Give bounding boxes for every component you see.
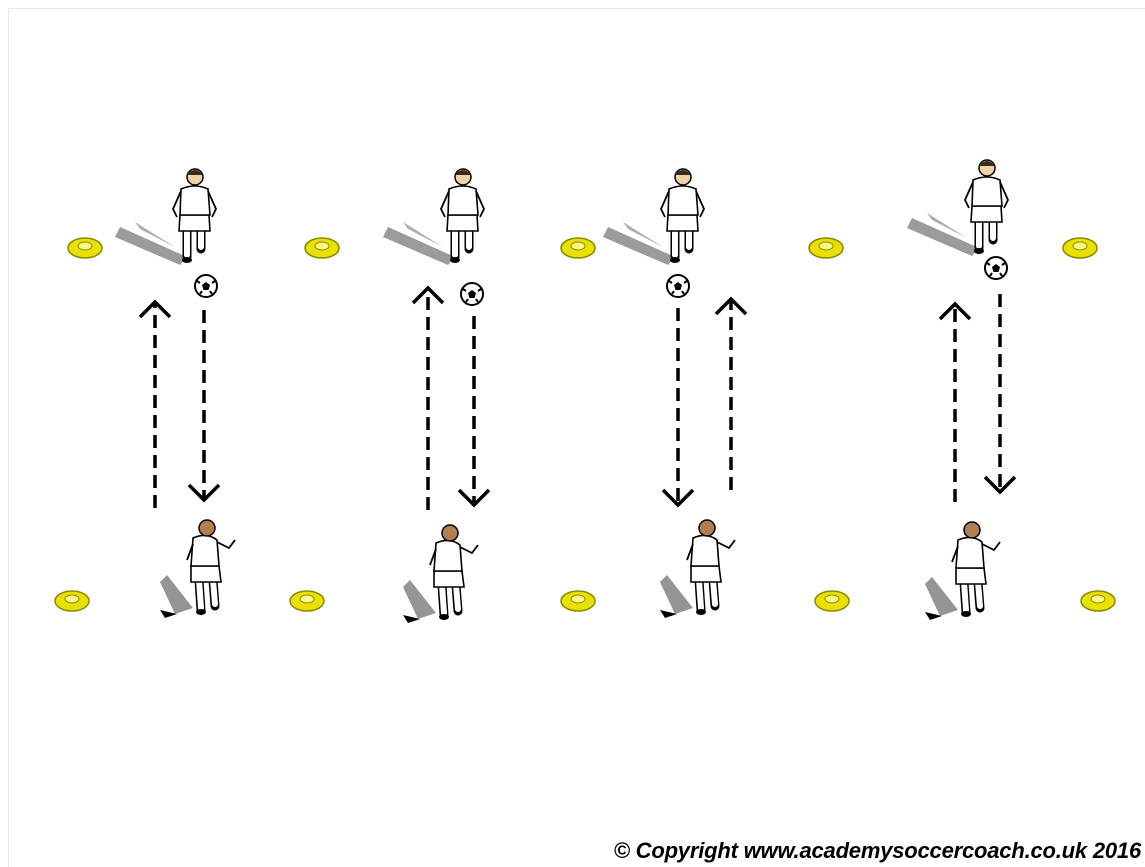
dashed-arrow-up-icon: [714, 296, 748, 490]
marker-cone-icon: [814, 590, 850, 612]
marker-cone-icon: [67, 237, 103, 259]
marker-cone-icon: [560, 237, 596, 259]
marker-cone-icon: [304, 237, 340, 259]
player-icon: [603, 168, 705, 265]
marker-cone-icon: [1080, 590, 1116, 612]
player-icon: [160, 519, 236, 618]
diagram-frame: [8, 8, 1145, 867]
dashed-arrow-up-icon: [938, 301, 972, 502]
soccer-ball-icon: [460, 282, 484, 306]
soccer-ball-icon: [666, 274, 690, 298]
player-icon: [660, 519, 736, 618]
player-icon: [907, 159, 1009, 256]
dashed-arrow-down-icon: [983, 294, 1017, 495]
player-icon: [115, 168, 217, 265]
dashed-arrow-up-icon: [411, 285, 445, 510]
soccer-ball-icon: [984, 256, 1008, 280]
player-icon: [403, 524, 479, 623]
marker-cone-icon: [54, 590, 90, 612]
marker-cone-icon: [808, 237, 844, 259]
marker-cone-icon: [560, 590, 596, 612]
player-icon: [383, 168, 485, 265]
dashed-arrow-down-icon: [457, 316, 491, 508]
soccer-ball-icon: [194, 274, 218, 298]
marker-cone-icon: [289, 590, 325, 612]
marker-cone-icon: [1062, 237, 1098, 259]
dashed-arrow-down-icon: [187, 310, 221, 503]
dashed-arrow-down-icon: [661, 308, 695, 508]
player-icon: [925, 521, 1001, 620]
dashed-arrow-up-icon: [138, 299, 172, 508]
copyright-text: © Copyright www.academysoccercoach.co.uk…: [613, 838, 1141, 863]
